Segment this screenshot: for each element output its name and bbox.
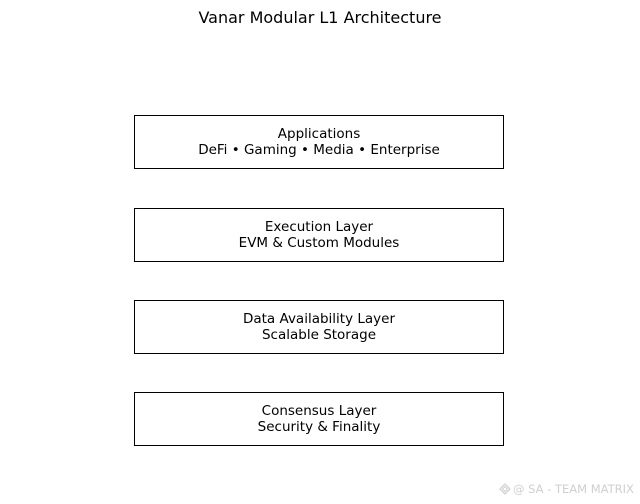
layer-box-applications: Applications DeFi • Gaming • Media • Ent… xyxy=(134,115,504,169)
watermark: @ SA - TEAM MATRIX xyxy=(499,481,640,497)
watermark-logo-icon xyxy=(499,483,511,495)
layer-detail: Security & Finality xyxy=(257,419,381,435)
layer-box-execution: Execution Layer EVM & Custom Modules xyxy=(134,208,504,262)
layer-detail: DeFi • Gaming • Media • Enterprise xyxy=(198,142,440,158)
layer-name: Execution Layer xyxy=(264,218,374,235)
layer-name: Applications xyxy=(277,125,361,142)
layer-box-data-availability: Data Availability Layer Scalable Storage xyxy=(134,300,504,354)
layer-box-consensus: Consensus Layer Security & Finality xyxy=(134,392,504,446)
layer-name: Data Availability Layer xyxy=(242,310,396,327)
layer-detail: Scalable Storage xyxy=(261,327,377,343)
layer-name: Consensus Layer xyxy=(261,402,377,419)
watermark-text: @ SA - TEAM MATRIX xyxy=(513,482,634,496)
layer-detail: EVM & Custom Modules xyxy=(238,235,400,251)
diagram-title: Vanar Modular L1 Architecture xyxy=(198,8,442,27)
